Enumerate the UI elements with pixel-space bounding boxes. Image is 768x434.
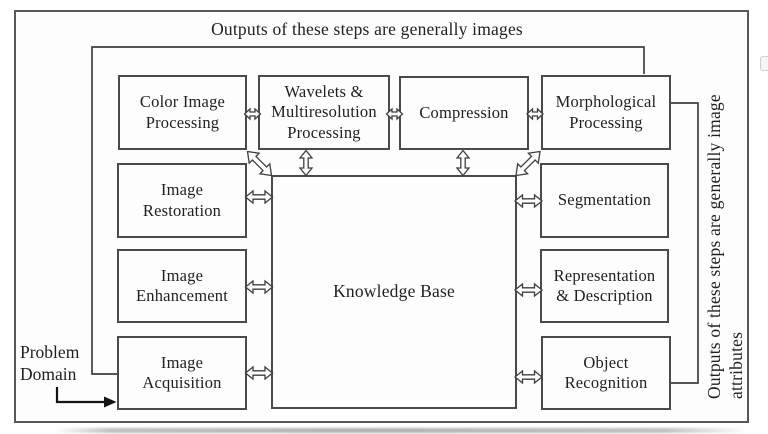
node-knowledge-base: Knowledge Base xyxy=(271,175,517,409)
node-color-image-processing: Color Image Processing xyxy=(118,75,247,150)
problem-domain-label: Problem Domain xyxy=(20,342,80,385)
node-wavelets-multiresolution: Wavelets & Multiresolution Processing xyxy=(258,75,390,150)
bottom-edge-artifact xyxy=(55,428,747,433)
node-compression: Compression xyxy=(399,76,529,150)
node-object-recognition: Object Recognition xyxy=(541,336,671,410)
knowledge-base-label: Knowledge Base xyxy=(333,281,455,302)
node-segmentation: Segmentation xyxy=(540,163,669,238)
node-representation-description: Representation & Description xyxy=(540,249,669,323)
node-image-enhancement: Image Enhancement xyxy=(117,249,247,323)
right-edge-artifact xyxy=(760,56,768,71)
node-morphological-processing: Morphological Processing xyxy=(541,75,671,150)
side-caption-rotated: Outputs of these steps are generally ima… xyxy=(704,94,747,399)
node-image-restoration: Image Restoration xyxy=(117,163,247,238)
node-image-acquisition: Image Acquisition xyxy=(117,336,247,410)
top-caption: Outputs of these steps are generally ima… xyxy=(211,19,523,39)
